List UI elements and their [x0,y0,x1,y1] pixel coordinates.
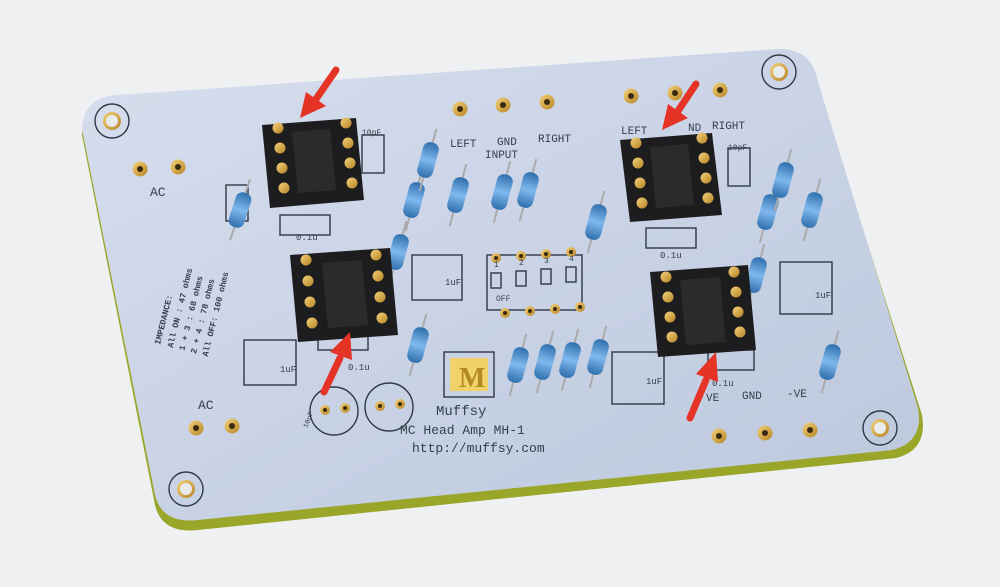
red-arrow-icon [300,66,718,422]
cap-1uf-label: 1uF [280,365,296,375]
output-gnd-label: ND [688,123,702,135]
power-ve-label: VE [706,393,720,405]
output-connector: LEFT ND RIGHT [621,82,745,138]
cap-0-1u-label: 0.1u [348,363,370,373]
board-model: MC Head Amp MH-1 [400,423,525,438]
input-title-label: INPUT [485,150,518,162]
dip-number-label: 4 [569,255,574,264]
board-brand: Muffsy [436,404,486,420]
input-right-label: RIGHT [538,134,571,146]
capacitor-footprints: 10pF 0.1u 1uF 1uF 0.1u 0.1u 10pF 1uF 1uF… [225,129,833,405]
ic-socket-bottom-right [650,265,756,357]
dip-number-label: 2 [519,259,524,268]
dip-number-label: 3 [544,257,549,266]
cap-10pf-label: 10pF [362,129,381,138]
cap-1uf-label: 1uF [445,278,461,288]
output-right-label: RIGHT [712,121,745,133]
cap-0-1u-label: 0.1u [660,251,682,261]
cap-1uf-label: 1uF [815,291,831,301]
muffsy-logo-icon: M [443,351,495,398]
ic-socket-top-left [262,117,364,208]
output-left-label: LEFT [621,126,648,138]
input-left-label: LEFT [450,139,477,151]
power-neg-label: -VE [787,389,807,401]
dip-number-label: 1 [494,261,499,270]
ic-socket-bottom-left [290,248,398,342]
dip-off-label: OFF [496,295,511,304]
svg-text:M: M [459,363,485,394]
mounting-hole-icon [94,54,898,507]
ac-label-bottom: AC [198,398,214,413]
ac-label-top: AC [150,185,166,200]
cap-1uf-label: 1uF [646,377,662,387]
power-connector: VE GND -VE [706,389,818,444]
board-url: http://muffsy.com [412,441,545,456]
ac-connector-bottom: AC [188,398,240,436]
ic-socket-top-right [620,132,722,222]
cap-10pf-label: 10pF [728,144,747,153]
cap-0-1u-label: 0.1u [712,379,734,389]
ac-connector-top: AC [132,159,186,200]
input-gnd-label: GND [497,137,517,149]
cap-0-1u-label: 0.1u [296,233,318,243]
resistors [228,128,841,397]
power-gnd-label: GND [742,391,762,403]
input-connector: LEFT GND RIGHT INPUT [450,94,571,162]
dip-switch-footprint: OFF [486,247,585,318]
